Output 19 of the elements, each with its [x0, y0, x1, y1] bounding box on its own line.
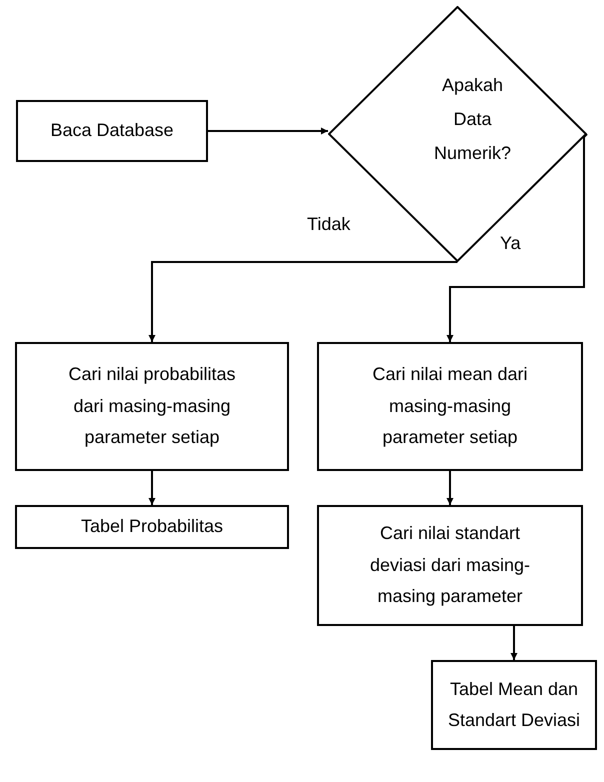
step-text: Tabel Mean dan Standart Deviasi: [446, 678, 582, 732]
decision-question: Apakah Data Numerik?: [432, 74, 512, 166]
step-text: Cari nilai probabilitas dari masing-masing parameter setiap: [67, 363, 237, 450]
process-box: [15, 342, 289, 471]
output-box: [15, 505, 289, 549]
arrow: [446, 471, 454, 505]
step-text: Cari nilai mean dari masing-masing parameter setiap: [371, 363, 529, 450]
arrow: [446, 133, 588, 342]
process-box: [317, 505, 583, 626]
arrow: [208, 128, 328, 134]
step-text: Cari nilai standart deviasi dari masing-masing parameter: [368, 522, 532, 608]
process-box: [16, 100, 208, 162]
step-text: Baca Database: [49, 119, 175, 142]
output-box: [431, 660, 597, 750]
arrow: [148, 471, 156, 505]
arrow: [148, 261, 458, 342]
step-text: Tabel Probabilitas: [80, 515, 224, 538]
arrow: [510, 626, 518, 660]
process-box: [317, 342, 583, 471]
